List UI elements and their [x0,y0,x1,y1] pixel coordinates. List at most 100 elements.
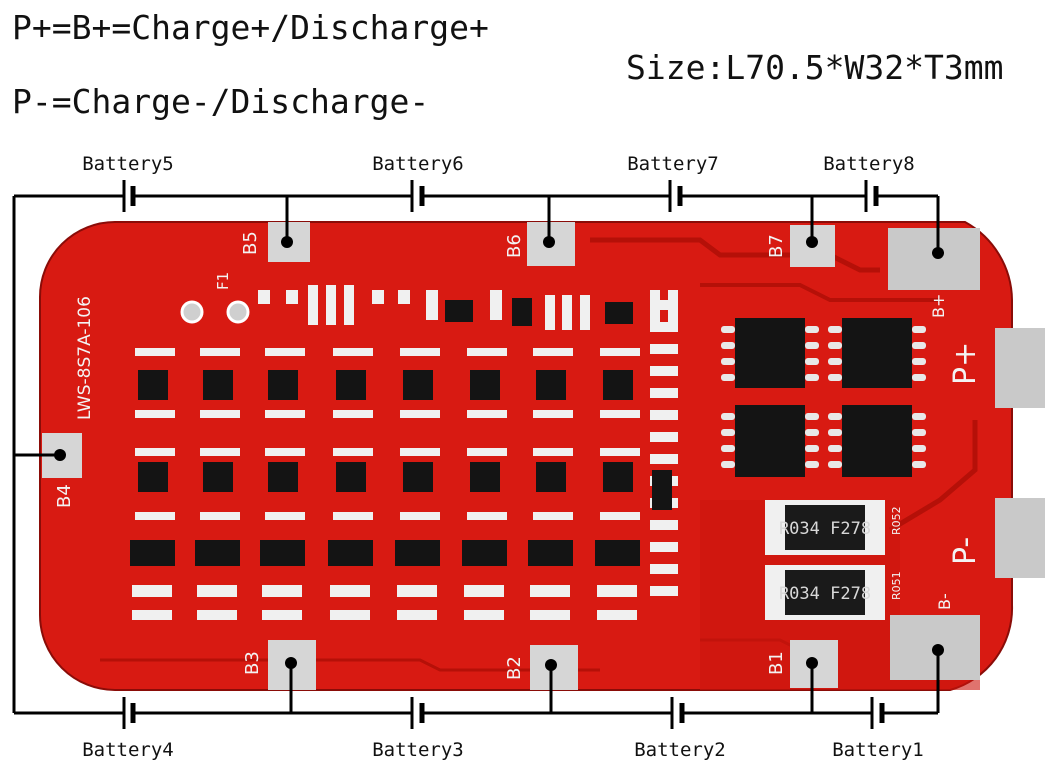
balance-resistor [467,348,507,356]
mosfet-pin [828,326,842,333]
mosfet-array [721,318,926,477]
mosfet-pin [912,413,926,420]
balancing-circuit [130,300,678,620]
balance-capacitor [464,585,504,597]
protection-ic [130,540,175,566]
balance-chip [603,462,633,492]
b6-label: B6 [504,234,525,258]
protection-ic [395,540,440,566]
balance-resistor [533,448,573,456]
balance-capacitor [262,585,302,597]
pplus-terminal-label: P+ [948,342,983,385]
balance-resistor [265,348,305,356]
protection-ic [195,540,240,566]
balance-capacitor [530,585,570,597]
balance-capacitor [132,585,172,597]
column-chip [652,470,672,510]
column-resistor [650,410,678,420]
column-resistor [650,388,678,398]
balance-resistor [265,512,305,520]
balance-resistor [397,610,437,620]
balance-resistor [400,348,440,356]
b1-label: B1 [766,651,787,675]
column-resistor [650,300,678,310]
mosfet-pin [828,358,842,365]
column-resistor [650,322,678,332]
balance-chip [336,462,366,492]
battery5-label: Battery5 [82,153,174,175]
top-transistors [445,298,633,326]
balance-resistor [135,448,175,456]
battery8-label: Battery8 [823,153,915,175]
column-resistor [650,344,678,354]
balance-resistor [600,512,640,520]
balance-resistor [600,348,640,356]
column-resistor [650,520,678,530]
mosfet-pin [721,445,735,452]
battery4-label: Battery4 [82,739,174,761]
mosfet-pin [805,326,819,333]
balance-resistor [333,448,373,456]
battery-wiring [12,194,940,715]
mosfet-pin [828,445,842,452]
fuse-label: F1 [214,272,232,290]
balance-chip [268,462,298,492]
mosfet-pin [721,326,735,333]
sense-resistor-1-mark: R034 F278 [779,519,871,539]
bplus-label: B+ [929,294,948,318]
balance-resistor [600,448,640,456]
mosfet-pin [805,413,819,420]
mosfet-pin [721,461,735,468]
battery3-label: Battery3 [372,739,464,761]
protection-ic [528,540,573,566]
pplus-pad [995,328,1045,408]
protection-ic [260,540,305,566]
balance-resistor [597,610,637,620]
mosfet-pin [912,429,926,436]
mosfet-pin [721,358,735,365]
balance-resistor [533,410,573,418]
balance-resistor [333,410,373,418]
mosfet-pin [721,342,735,349]
b2-label: B2 [504,656,525,680]
board-size-note: Size:L70.5*W32*T3mm [626,48,1004,87]
b5-label: B5 [240,231,261,255]
balance-resistor [262,610,302,620]
resistor-1-label: R051 [890,571,903,600]
mosfet-2 [842,318,912,388]
column-resistor [650,366,678,376]
board-model-label: LWS-8S7A-106 [75,296,95,420]
balance-chip [403,370,433,400]
mosfet-pin [828,461,842,468]
mosfet-pin [912,461,926,468]
charge-positive-note: P+=B+=Charge+/Discharge+ [12,8,489,47]
balance-resistor [533,348,573,356]
balance-resistor [200,348,240,356]
battery1-label: Battery1 [832,739,924,761]
column-resistor [650,454,678,464]
balance-chip [336,370,366,400]
connection-dots [54,236,944,671]
mosfet-1 [735,318,805,388]
balance-resistor [135,348,175,356]
battery2-label: Battery2 [634,739,726,761]
balance-chip [470,370,500,400]
balance-capacitor [197,585,237,597]
mosfet-3 [735,405,805,477]
balance-resistor [265,448,305,456]
balance-resistor [530,610,570,620]
balance-resistor [200,410,240,418]
sense-resistor-1: R034 F278 [765,500,885,555]
mosfet-4 [842,405,912,477]
mosfet-pin [912,445,926,452]
balance-capacitor [597,585,637,597]
bminus-label: B- [935,593,954,610]
balance-chip [470,462,500,492]
mosfet-pin [912,374,926,381]
balance-resistor [400,512,440,520]
column-resistor [650,542,678,552]
battery3-symbol [410,697,425,729]
balance-resistor [265,410,305,418]
mosfet-pin [805,429,819,436]
balance-capacitor [397,585,437,597]
